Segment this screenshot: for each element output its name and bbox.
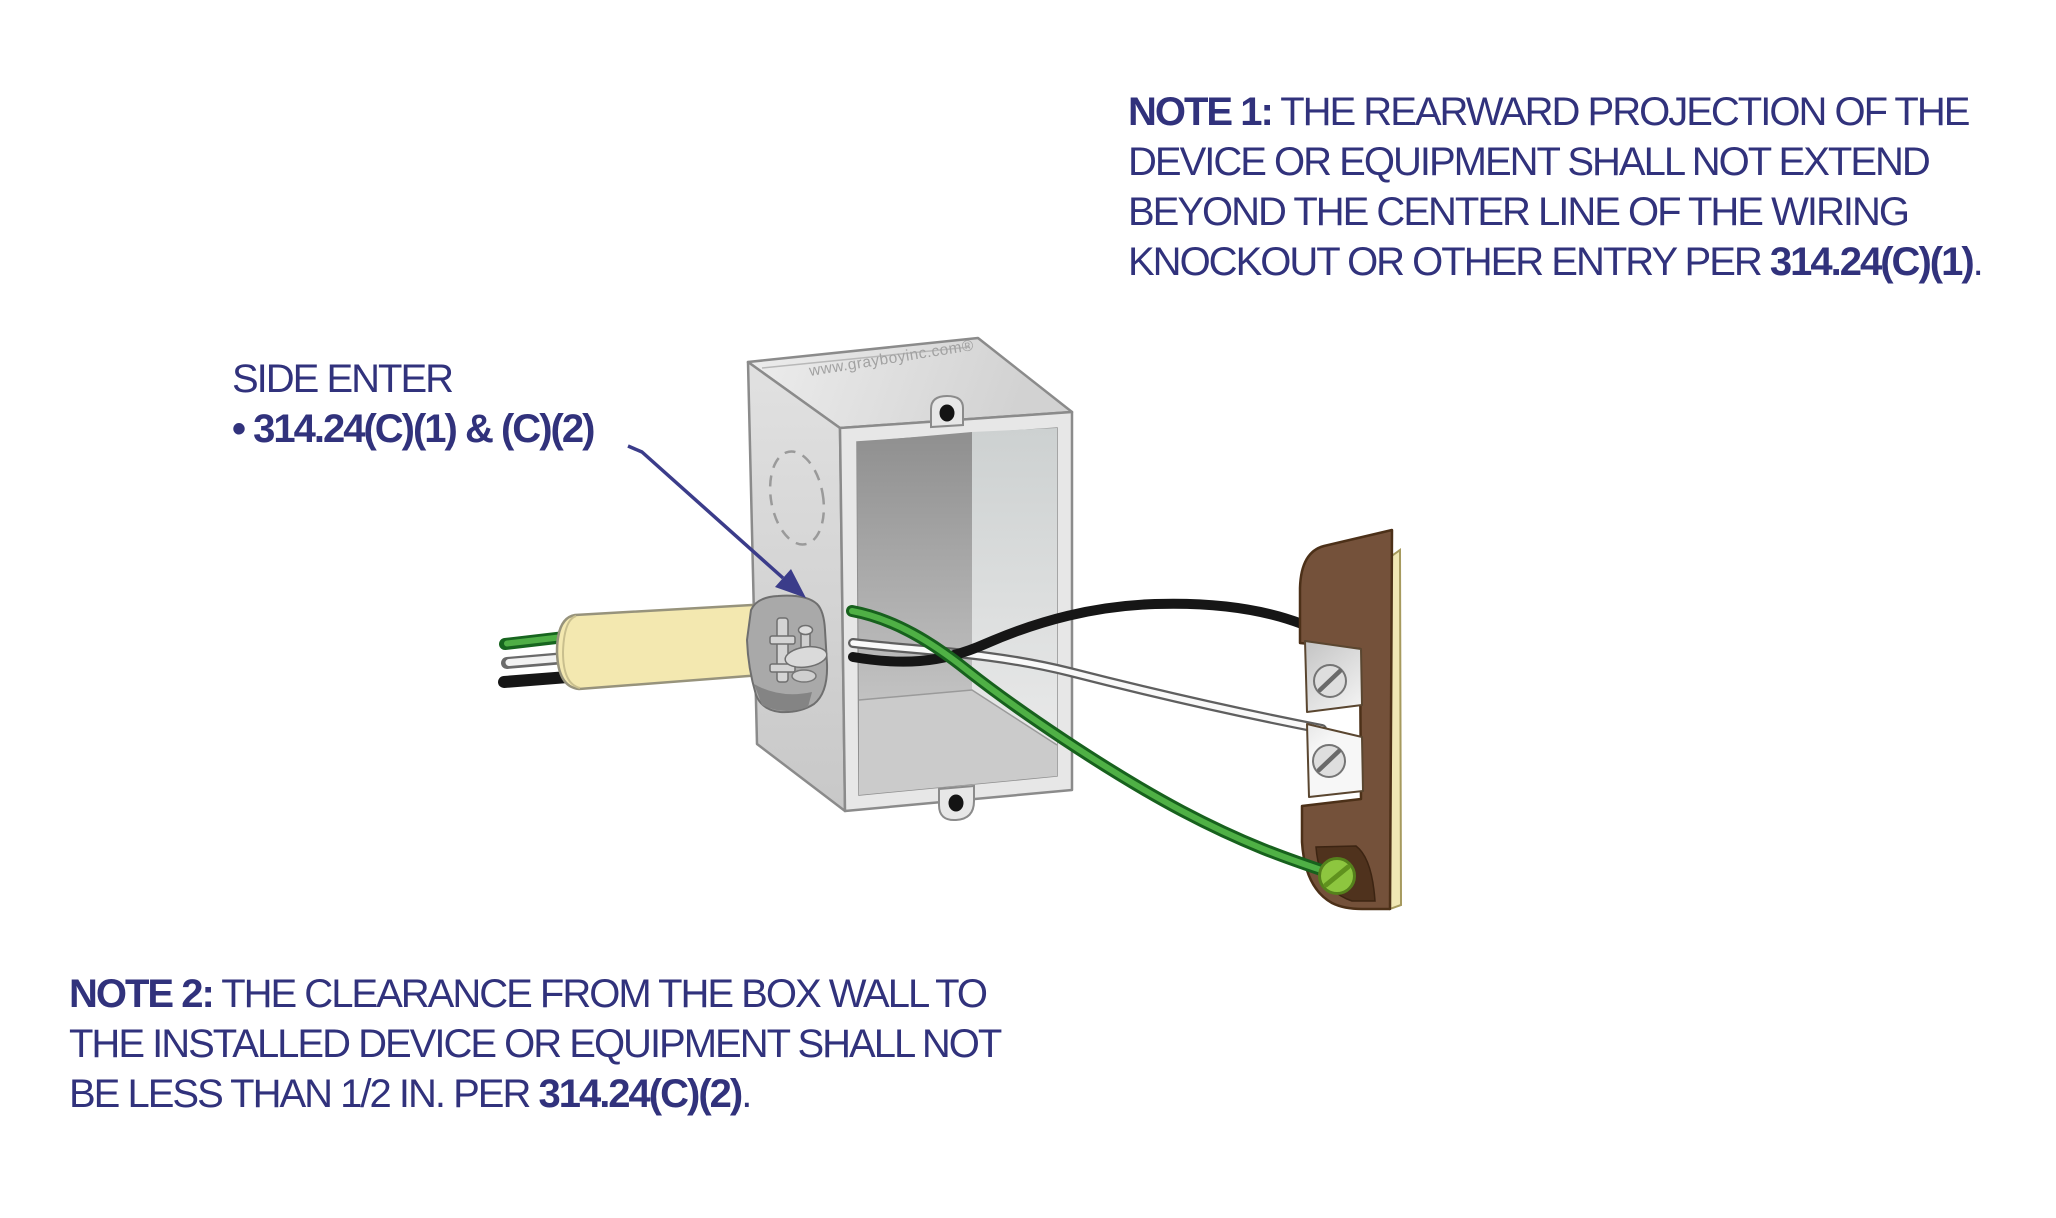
note1-line1: NOTE 1: THE REARWARD PROJECTION OF THE bbox=[1128, 90, 1970, 134]
clamp-screw-2-head bbox=[797, 624, 814, 636]
note2-line1: NOTE 2: THE CLEARANCE FROM THE BOX WALL … bbox=[69, 972, 988, 1016]
side-knockout-dashed bbox=[768, 450, 826, 546]
clamp-foot bbox=[791, 669, 817, 683]
cable-clamp-shadow bbox=[754, 684, 812, 712]
note2-text: NOTE 2: THE CLEARANCE FROM THE BOX WALL … bbox=[69, 969, 1002, 1119]
device-side-view bbox=[1298, 528, 1403, 911]
note2-line2: THE INSTALLED DEVICE OR EQUIPMENT SHALL … bbox=[69, 1022, 1002, 1066]
cable-stub-black bbox=[498, 671, 574, 688]
box-interior-floor bbox=[859, 690, 1057, 795]
wire-green bbox=[849, 608, 1336, 877]
box-top-ear-hole bbox=[939, 404, 955, 422]
nm-cable-assembly bbox=[498, 594, 829, 714]
conductor-wires bbox=[848, 598, 1327, 734]
note2-label: NOTE 2: bbox=[69, 972, 215, 1016]
note1-label: NOTE 1: bbox=[1128, 90, 1274, 134]
clamp-bolt-crossbar-bottom bbox=[769, 663, 796, 673]
wire-white bbox=[850, 640, 1325, 732]
nm-cable-sheath bbox=[555, 602, 776, 691]
box-interior-floor-seam bbox=[858, 689, 1058, 746]
note1-code-ref: 314.24(C)(1) bbox=[1769, 240, 1975, 284]
side-enter-code-ref: • 314.24(C)(1) & (C)(2) bbox=[232, 407, 595, 451]
side-enter-label: SIDE ENTER • 314.24(C)(1) & (C)(2) bbox=[232, 354, 595, 454]
clamp-bolt-crossbar-top bbox=[769, 635, 796, 645]
electrical-box: www.grayboyinc.com® bbox=[746, 336, 1074, 822]
box-top-face-inner-line bbox=[761, 346, 971, 369]
note1-line3: BEYOND THE CENTER LINE OF THE WIRING bbox=[1128, 190, 1910, 234]
nm-cable-end-cap-line bbox=[561, 615, 581, 689]
cable-stub-white bbox=[505, 654, 567, 666]
clamp-saddle bbox=[784, 645, 828, 669]
leader-arrow-line bbox=[627, 444, 785, 580]
ground-wire bbox=[846, 605, 1356, 895]
note1-line4: KNOCKOUT OR OTHER ENTRY PER 314.24(C)(1)… bbox=[1128, 240, 1984, 284]
note1-line2: DEVICE OR EQUIPMENT SHALL NOT EXTEND bbox=[1128, 140, 1931, 184]
leader-arrowhead bbox=[775, 569, 806, 598]
note1-text: NOTE 1: THE REARWARD PROJECTION OF THE D… bbox=[1128, 87, 1984, 287]
leader-arrow bbox=[627, 444, 806, 598]
ground-screw-slot bbox=[1323, 864, 1351, 888]
box-interior-back-wall bbox=[857, 432, 972, 700]
wire-black bbox=[848, 598, 1307, 667]
note2-code-ref: 314.24(C)(2) bbox=[538, 1072, 743, 1116]
note2-line3: BE LESS THAN 1/2 IN. PER 314.24(C)(2). bbox=[69, 1072, 752, 1116]
cable-stub-green bbox=[504, 634, 566, 647]
terminal-screw-top-slot bbox=[1317, 668, 1343, 693]
side-enter-title: SIDE ENTER bbox=[232, 357, 454, 401]
box-bottom-ear-hole bbox=[948, 794, 964, 812]
terminal-screw-bottom-slot bbox=[1316, 748, 1342, 773]
